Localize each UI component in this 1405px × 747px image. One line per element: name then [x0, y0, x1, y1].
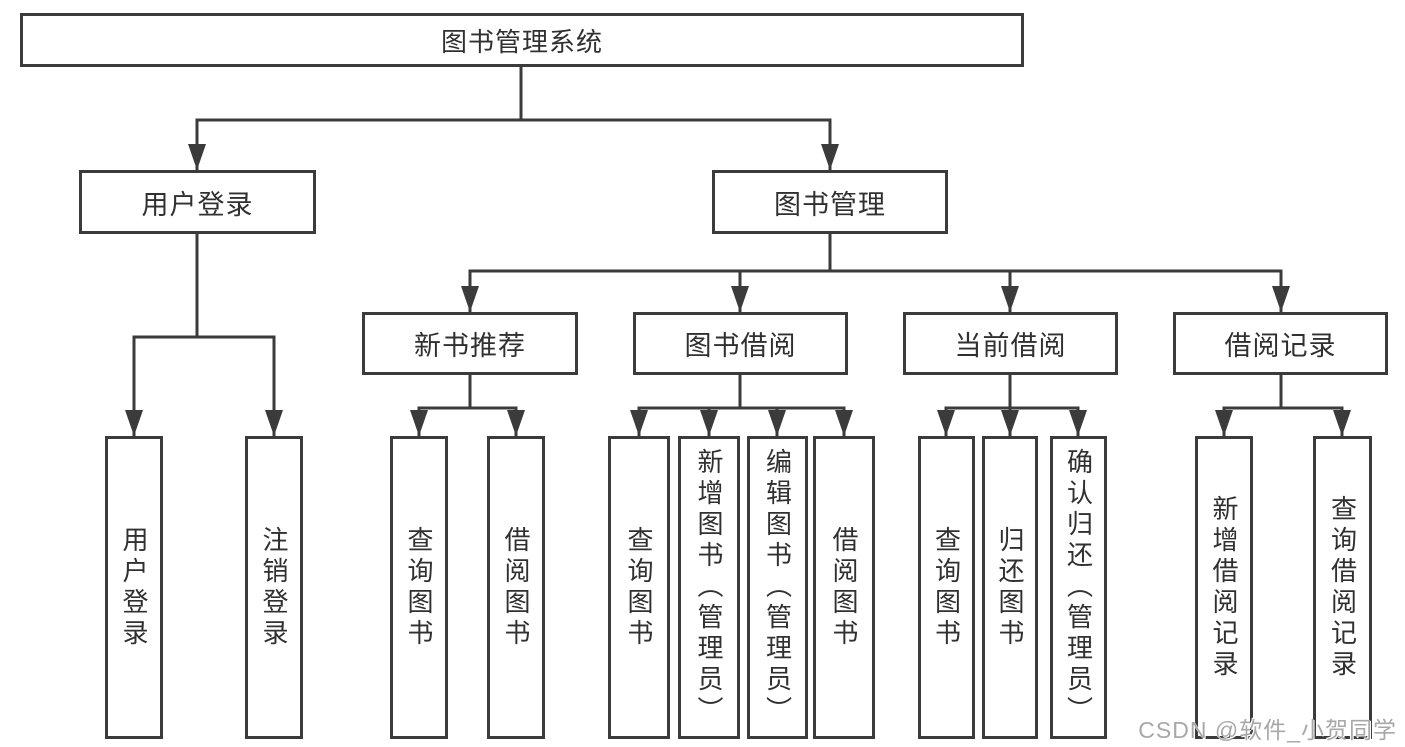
node-label: 图书借阅	[684, 331, 797, 361]
node-label: 图书管理系统	[440, 26, 603, 57]
node-label: 借阅记录	[1224, 331, 1337, 361]
leaf-label: 借阅图书	[501, 525, 531, 650]
leaf-label: 新增借阅记录	[1209, 494, 1239, 681]
leaf-label: 用户登录	[119, 525, 149, 650]
leaf-label: 编辑图书（管理员）	[762, 448, 793, 727]
node-label: 用户登录	[141, 189, 254, 220]
leaf-current-return-book: 归还图书	[982, 436, 1038, 739]
leaf-logout-login: 注销登录	[245, 436, 303, 739]
leaf-label: 借阅图书	[829, 525, 859, 650]
node-library-management-system: 图书管理系统	[20, 13, 1024, 67]
node-borrow-record: 借阅记录	[1173, 312, 1388, 375]
leaf-label: 查询借阅记录	[1327, 494, 1358, 681]
node-label: 图书管理	[774, 189, 886, 220]
leaf-borrow-query-book: 查询图书	[608, 436, 670, 739]
leaf-label: 确认归还（管理员）	[1063, 448, 1094, 727]
node-book-borrow: 图书借阅	[633, 312, 848, 375]
node-new-book-recommend: 新书推荐	[362, 312, 578, 375]
leaf-current-confirm-return-admin: 确认归还（管理员）	[1050, 436, 1107, 739]
leaf-label: 归还图书	[995, 525, 1025, 650]
csdn-watermark: CSDN @软件_小贺同学	[1138, 717, 1397, 743]
leaf-record-add-record: 新增借阅记录	[1195, 436, 1253, 739]
leaf-record-query-record: 查询借阅记录	[1313, 436, 1372, 739]
node-current-borrow: 当前借阅	[903, 312, 1118, 375]
leaf-current-query-book: 查询图书	[918, 436, 975, 739]
leaf-user-login: 用户登录	[105, 436, 163, 739]
node-book-management: 图书管理	[712, 170, 948, 234]
leaf-label: 查询图书	[931, 525, 962, 650]
node-label: 新书推荐	[414, 331, 526, 361]
leaf-label: 查询图书	[404, 525, 434, 650]
leaf-recommend-borrow-book: 借阅图书	[487, 436, 545, 739]
leaf-recommend-query-book: 查询图书	[390, 436, 448, 739]
leaf-label: 查询图书	[624, 525, 654, 650]
node-label: 当前借阅	[954, 331, 1067, 361]
leaf-borrow-edit-book-admin: 编辑图书（管理员）	[747, 436, 808, 739]
leaf-label: 注销登录	[259, 525, 289, 650]
leaf-label: 新增图书（管理员）	[694, 448, 724, 727]
node-user-login: 用户登录	[79, 170, 316, 234]
leaf-borrow-borrow-book: 借阅图书	[813, 436, 875, 739]
leaf-borrow-add-book-admin: 新增图书（管理员）	[678, 436, 740, 739]
